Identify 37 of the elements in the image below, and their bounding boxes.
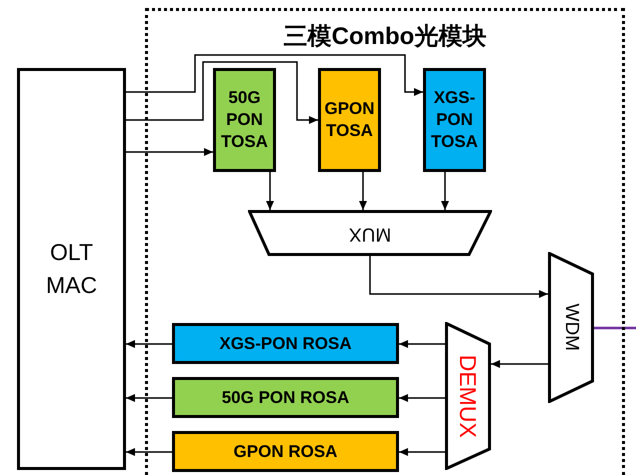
tosa-box <box>318 68 381 172</box>
arrow <box>126 394 172 402</box>
node-label: GPON ROSA <box>234 440 338 463</box>
node-label: DEMUX <box>454 354 482 438</box>
demux-trapezoid <box>445 322 491 470</box>
arrow <box>399 394 445 402</box>
tosa-box <box>423 68 486 172</box>
node-label: WDM <box>560 304 584 352</box>
node-label: XGS-PON ROSA <box>219 332 352 355</box>
arrow <box>491 360 548 368</box>
mac-box <box>17 68 126 470</box>
wdm-trapezoid <box>548 252 594 403</box>
rosa-box <box>172 431 399 472</box>
arrow <box>359 172 367 210</box>
rosa-box <box>172 377 399 418</box>
node-label: 三模Combo光模块 <box>282 22 488 52</box>
module-frame <box>145 8 625 475</box>
arrow <box>399 340 445 348</box>
node-label: 50G PON TOSA <box>220 86 269 154</box>
arrow <box>126 54 423 96</box>
arrow <box>126 61 318 124</box>
node-label: MUX <box>348 222 392 246</box>
node-label: GPON TOSA <box>323 98 376 142</box>
node-label: OLT MAC <box>44 238 98 300</box>
rosa-box <box>172 323 399 364</box>
tosa-box <box>213 68 276 172</box>
arrow <box>441 172 449 210</box>
fiber-line <box>594 326 636 330</box>
arrow <box>369 256 548 298</box>
arrow <box>126 148 213 156</box>
arrow <box>399 448 445 456</box>
arrow <box>126 448 172 456</box>
arrow <box>126 340 172 348</box>
node-label: XGS-PON TOSA <box>430 86 479 154</box>
mux-trapezoid <box>248 210 492 256</box>
arrow <box>266 172 274 210</box>
node-label: 50G PON ROSA <box>222 386 350 409</box>
